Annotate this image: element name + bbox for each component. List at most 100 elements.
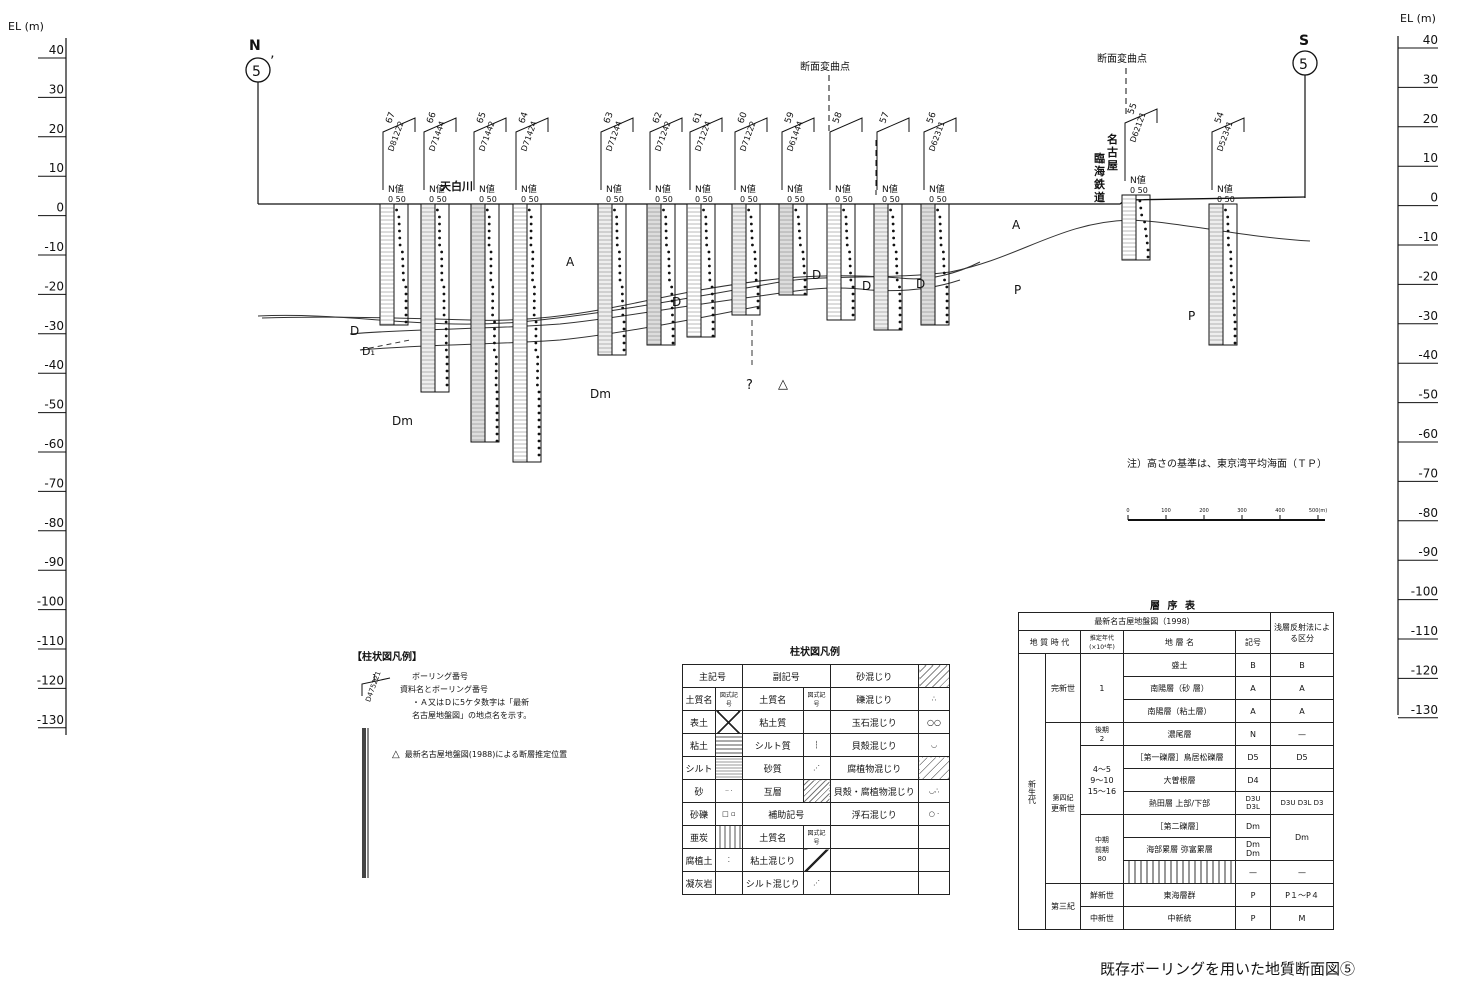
n-value-point (750, 236, 754, 240)
n-value-point (705, 243, 709, 247)
n-value-point (615, 215, 619, 219)
n-value-point (529, 236, 533, 240)
n-value-point (891, 215, 895, 219)
n-value-point (754, 264, 757, 268)
lt-main-4: 砂礫 (682, 802, 716, 826)
n-value-point (487, 243, 491, 247)
st-row-10: 東海層群 (1122, 883, 1237, 907)
n-value-point (1229, 271, 1233, 275)
borehole-number: 61 (691, 111, 704, 125)
n-value-point (491, 299, 495, 303)
n-value-point (622, 327, 626, 331)
n-value-point (1143, 220, 1146, 224)
north-marker-number: 5 (252, 64, 261, 80)
borehole-code: D62311 (927, 120, 946, 153)
n-value-point (445, 355, 449, 359)
layer-label-fault-triangle: △ (778, 377, 788, 392)
n-value-point (851, 292, 855, 296)
st-row-6: 熱田層 上部/下部 (1122, 791, 1237, 815)
n-value-point (664, 236, 668, 240)
st-row-7: ［第二礫層］ (1122, 814, 1237, 838)
st-ref-8: Dm (1270, 814, 1334, 861)
n-value-point (945, 292, 949, 296)
n-value-point (756, 292, 760, 296)
n-value-point (851, 313, 855, 317)
n-value-point (942, 257, 946, 261)
n-value-point (529, 222, 533, 226)
n-value-point (536, 383, 539, 387)
n-value-point (492, 348, 496, 352)
n-value-point (892, 236, 896, 240)
n-value-point (401, 271, 405, 275)
st-quaternary: 第四紀 (1052, 793, 1074, 802)
st-ref-1: A (1270, 676, 1334, 700)
lt-sub-sym-1: ┆ (802, 733, 831, 757)
n-value-graph (840, 203, 856, 321)
n-value-point (1229, 264, 1233, 268)
legend-line-3: ・Ａ又はＤに5ケタ数字は「最新 (412, 698, 530, 707)
st-sym-1: A (1235, 676, 1271, 700)
st-age-2-val: 4〜5 (1092, 764, 1112, 774)
lt-empty-6 (918, 871, 950, 895)
legend-line-2: 資料名とボーリング番号 (400, 685, 488, 694)
n-value-point (670, 306, 674, 310)
borehole-number: 56 (925, 111, 938, 125)
st-sym-5: D4 (1235, 768, 1271, 792)
right-axis-tick-label: -60 (1418, 427, 1438, 441)
n-value-label: N値 (606, 183, 622, 195)
st-sym-9: — (1235, 860, 1271, 884)
n-value-point (442, 306, 446, 310)
n-value-label: N値 (655, 183, 671, 195)
lt-sub-sym-0 (802, 710, 831, 734)
n-value-point (710, 285, 714, 289)
n-value-point (445, 383, 449, 387)
n-value-point (943, 278, 946, 282)
layer-label-di: D₁ (362, 345, 375, 358)
borehole-number: 60 (736, 111, 749, 125)
bend-point-label-2: 断面変曲点 (1097, 52, 1147, 65)
borehole-flag (1124, 108, 1158, 181)
st-ref-10: P１〜P４ (1270, 883, 1334, 907)
n-value-point (615, 243, 619, 247)
st-ref-6b: D3L (1297, 799, 1312, 807)
lt-mix-4: 貝殻・腐植物混じり (829, 779, 920, 803)
n-value-point (494, 369, 498, 373)
n-value-point (527, 208, 531, 212)
st-late: 後期 (1094, 726, 1109, 734)
borehole-code: D81222 (386, 120, 405, 153)
n-value-point (1233, 334, 1237, 338)
lt-aux-sym-0 (802, 848, 831, 872)
n-value-point (531, 264, 535, 268)
layer-label-dm1: Dm (392, 414, 413, 428)
n-value-point (797, 229, 801, 233)
st-age-1-val: 2 (1099, 735, 1105, 743)
n-value-graph (792, 203, 808, 296)
lt-main-sym-2 (714, 756, 743, 780)
st-ref-6c: D3 (1313, 799, 1324, 807)
st-h-era: 地 質 時 代 (1018, 630, 1081, 654)
n-value-point (495, 404, 499, 408)
n-scale-label: 0 50 (521, 195, 539, 204)
n-scale-label: 0 50 (429, 195, 447, 204)
lt-mix-sym-3 (918, 756, 950, 780)
n-value-point (532, 299, 536, 303)
n-value-point (395, 208, 398, 212)
borehole-code: D71424 (519, 120, 538, 153)
n-value-point (494, 362, 498, 366)
n-value-point (1232, 292, 1236, 296)
lt-sym-mix (918, 664, 950, 688)
layer-label-dm2: Dm (590, 387, 611, 401)
borehole-number: 62 (651, 111, 664, 125)
n-value-point (704, 215, 708, 219)
st-ref-9: — (1270, 860, 1334, 884)
n-value-point (945, 299, 949, 303)
n-value-point (802, 264, 806, 268)
n-value-point (537, 425, 541, 429)
borehole-number: 64 (517, 111, 530, 125)
n-value-point (444, 327, 448, 331)
n-scale-label: 0 50 (882, 195, 900, 204)
borehole-column (731, 203, 747, 316)
n-value-point (756, 285, 760, 289)
